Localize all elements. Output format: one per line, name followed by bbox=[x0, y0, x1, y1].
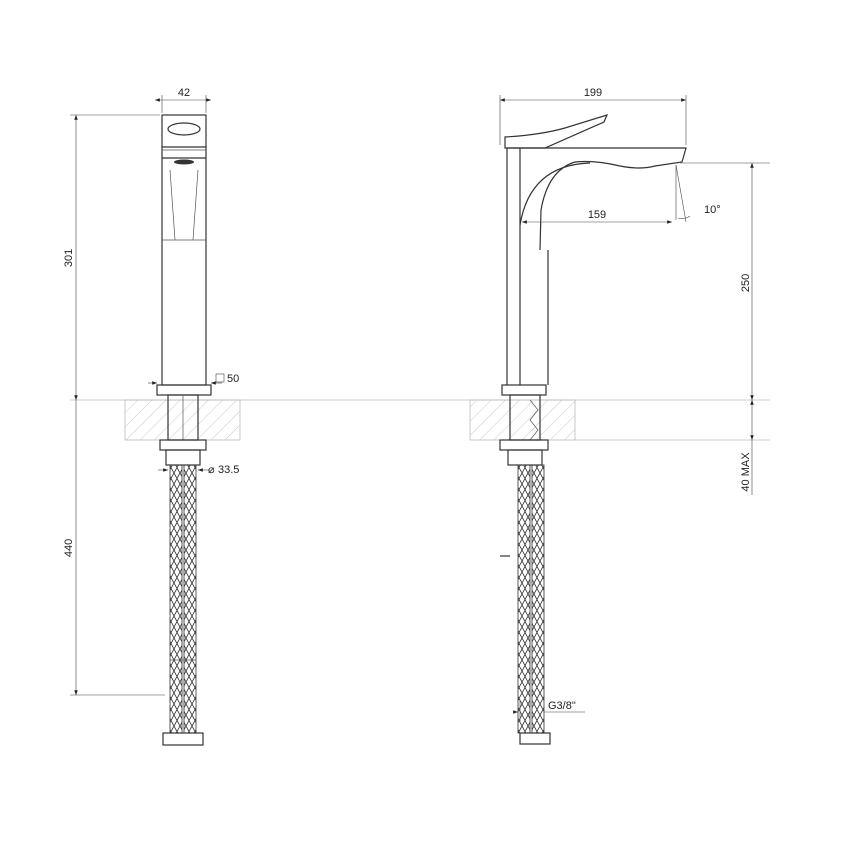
countertop-section bbox=[469, 399, 576, 441]
spout bbox=[507, 147, 687, 251]
hose-length-dimension: 440 bbox=[63, 539, 75, 557]
lever-handle bbox=[504, 114, 609, 149]
square-symbol-icon bbox=[215, 373, 225, 383]
countertop-section bbox=[124, 399, 241, 441]
hose bbox=[183, 464, 197, 734]
spout-height-dimension: 250 bbox=[740, 274, 752, 292]
reach-dimension: 159 bbox=[588, 209, 606, 221]
side-view: 199 159 10° 250 40 MAX G3/8" bbox=[469, 87, 770, 745]
hose bbox=[517, 464, 531, 734]
aerator bbox=[174, 159, 194, 165]
hose bbox=[531, 464, 545, 734]
front-view: 42 301 440 50 ⌀ 33.5 bbox=[63, 87, 241, 746]
base-flange bbox=[156, 384, 212, 396]
hose-fitting bbox=[519, 732, 551, 745]
shank-dimension: 33.5 bbox=[218, 464, 239, 476]
base-dimension: 50 bbox=[227, 373, 239, 385]
handle-icon bbox=[167, 122, 201, 136]
overall-width-dimension: 199 bbox=[584, 87, 602, 99]
tap-body bbox=[161, 114, 207, 386]
diameter-symbol: ⌀ bbox=[208, 464, 215, 476]
countertop-thickness-dimension: 40 MAX bbox=[740, 452, 752, 492]
angle-dimension: 10° bbox=[704, 204, 721, 216]
hose-fitting bbox=[162, 732, 204, 746]
height-dimension: 301 bbox=[63, 249, 75, 267]
fixing-nut bbox=[159, 439, 207, 451]
hose bbox=[169, 464, 183, 734]
connection-dimension: G3/8" bbox=[548, 700, 576, 712]
width-dimension: 42 bbox=[178, 87, 190, 99]
